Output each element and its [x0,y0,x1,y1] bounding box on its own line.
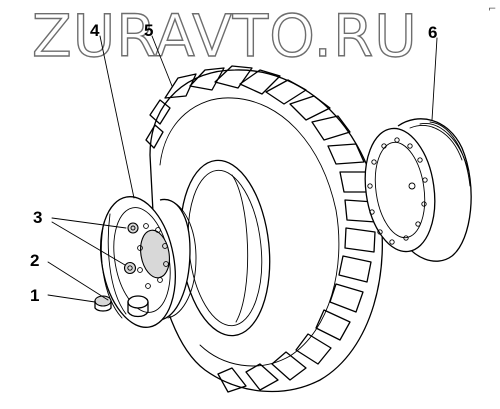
leader-line-3b [51,221,126,266]
leader-line-2 [47,261,109,301]
tire-tread-lugs [145,65,377,393]
leader-lines [47,35,438,303]
valve-cap [94,295,112,312]
hub-boss [127,295,149,318]
inner-rim-bolt-holes [367,137,428,245]
watermark-text: ZURAVTO.RU [32,2,418,70]
nut-lower [123,261,137,275]
leader-line-3a [51,217,127,229]
outer-rim-bolt-holes [137,223,169,289]
tire [145,65,383,393]
nut-upper [127,222,139,234]
inner-rim-valve-hole [408,182,416,190]
outer-rim-half [100,196,197,328]
callout-3: 3 [33,208,42,227]
leader-line-1 [47,294,96,303]
leader-line-4 [99,35,135,199]
leader-line-5 [151,35,173,87]
callout-2: 2 [30,251,39,270]
callout-6: 6 [428,23,437,42]
corner-mark: ⌐ [488,4,496,15]
nuts [123,222,139,275]
leader-line-6 [431,37,438,121]
inner-rim-half [364,118,472,262]
inner-rim-flange [364,127,436,253]
callout-5: 5 [144,21,153,40]
callout-4: 4 [90,21,100,40]
callout-1: 1 [30,286,39,305]
